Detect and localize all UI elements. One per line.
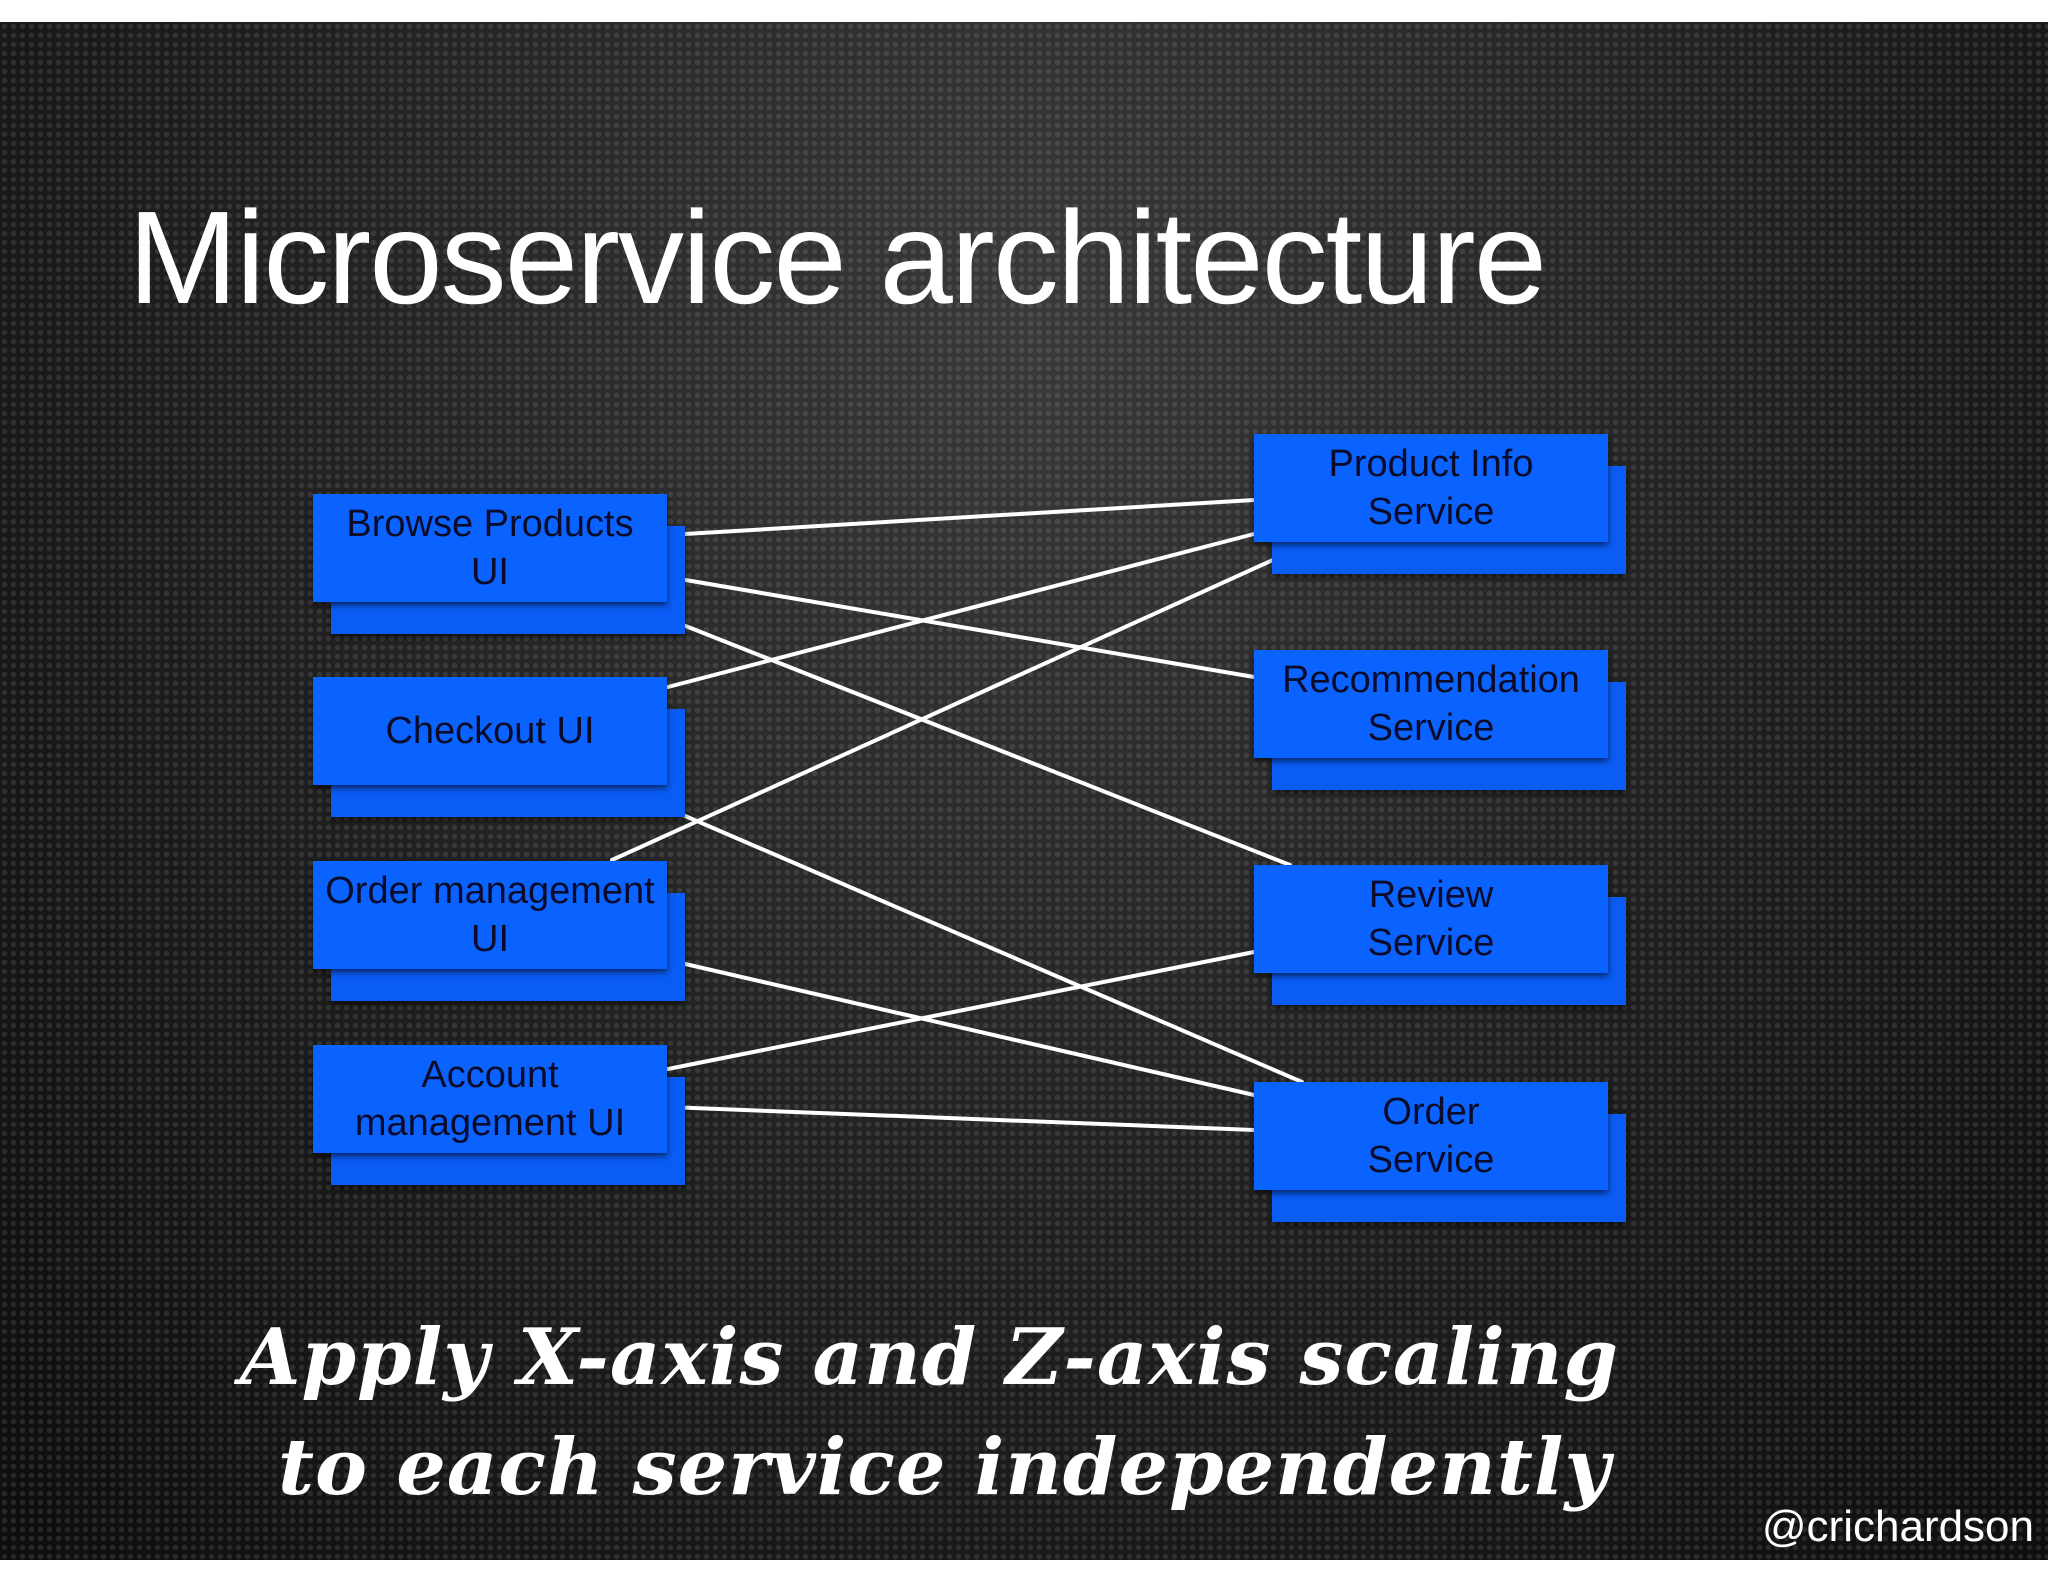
twitter-handle: @crichardson	[1761, 1502, 2034, 1551]
checkout-ui-box: Checkout UI	[313, 677, 685, 817]
checkout-ui-label: Checkout UI	[313, 677, 667, 785]
review-service-box: Review Service	[1254, 865, 1626, 1005]
edge-order_mgmt-to-order	[666, 958, 1256, 1097]
browse-products-ui-label: Browse Products UI	[313, 494, 667, 602]
product-info-service-label: Product Info Service	[1254, 434, 1608, 542]
edge-browse-to-recommendation	[666, 575, 1256, 679]
account-management-ui-box: Account management UI	[313, 1045, 685, 1185]
review-service-label: Review Service	[1254, 865, 1608, 973]
connector-lines	[610, 498, 1310, 1132]
caption-line-1: Apply X-axis and Z-axis scaling	[240, 1312, 1620, 1403]
edge-account-to-review	[666, 950, 1256, 1071]
recommendation-service-box: Recommendation Service	[1254, 650, 1626, 790]
account-management-ui-label: Account management UI	[313, 1045, 667, 1153]
edge-browse-to-product_info	[666, 498, 1256, 537]
product-info-service-box: Product Info Service	[1254, 434, 1626, 574]
browse-products-ui-box: Browse Products UI	[313, 494, 685, 634]
slide: Microservice architecture Browse Product…	[0, 22, 2048, 1560]
order-service-box: Order Service	[1254, 1082, 1626, 1222]
order-service-label: Order Service	[1254, 1082, 1608, 1190]
slide-title: Microservice architecture	[128, 184, 1547, 331]
edge-account-to-order	[666, 1105, 1256, 1132]
order-management-ui-label: Order management UI	[313, 861, 667, 969]
edge-browse-to-review	[628, 602, 1292, 867]
order-management-ui-box: Order management UI	[313, 861, 685, 1001]
recommendation-service-label: Recommendation Service	[1254, 650, 1608, 758]
edge-order_mgmt-to-product_info	[610, 542, 1310, 862]
caption-line-2: to each service independently	[278, 1422, 1611, 1513]
edge-checkout-to-order	[616, 785, 1304, 1084]
edge-checkout-to-product_info	[666, 532, 1256, 689]
